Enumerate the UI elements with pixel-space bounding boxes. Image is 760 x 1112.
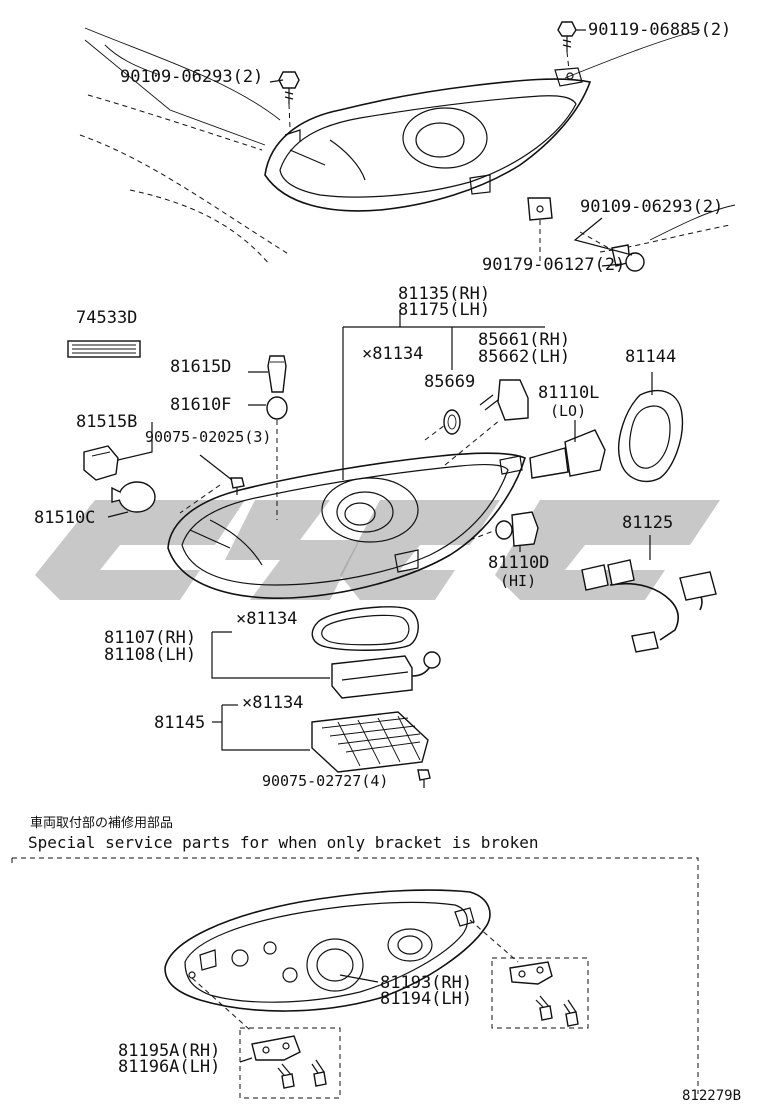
callout-81125: 81125: [622, 513, 673, 533]
oring-85669: [424, 409, 461, 441]
callout-85662-lh: 85662(LH): [478, 347, 570, 367]
watermark-logo: [35, 500, 720, 600]
headlamp-rear-view: [164, 889, 519, 1031]
callout-81135-rh: 81135(RH): [398, 284, 490, 304]
callout-81510c: 81510C: [34, 508, 95, 528]
bulb-81110l-lo: [529, 420, 606, 479]
diagram-code: 812279B: [682, 1088, 741, 1104]
bolt-90109-06293-b: [579, 231, 645, 272]
cover-81145: [311, 711, 429, 773]
headlamp-installed: [264, 67, 592, 212]
cap-85661: [444, 379, 529, 466]
wire-harness-81125: [581, 535, 717, 653]
callout-81175-lh: 81175(LH): [398, 300, 490, 320]
socket-81515b: [83, 445, 119, 481]
clip-90179-06127: [527, 197, 553, 262]
callout-81134-c: ×81134: [242, 693, 303, 713]
callout-81110l: 81110L: [538, 383, 599, 403]
bolt-90119-06885: [557, 21, 577, 71]
callout-81195a-rh: 81195A(RH): [118, 1041, 220, 1061]
screw-90075-02727: [417, 769, 431, 788]
bulb-81615d: [267, 355, 287, 393]
callout-81107-rh: 81107(RH): [104, 628, 196, 648]
callout-81110d: 81110D: [488, 553, 549, 573]
cover-81144: [618, 372, 684, 483]
callout-81144: 81144: [625, 347, 676, 367]
callout-81145: 81145: [154, 713, 205, 733]
callout-74533d: 74533D: [76, 308, 137, 328]
bulb-81510c: [111, 481, 156, 513]
callout-90109-06293-b: 90109-06293(2): [580, 197, 723, 217]
bracket-81193: [491, 957, 589, 1029]
bulb-81610f: [266, 396, 288, 420]
vehicle-body-outline: [79, 27, 736, 266]
part-74533d-label-plate: [67, 340, 141, 358]
callout-81515b: 81515B: [76, 412, 137, 432]
note-english: Special service parts for when only brac…: [28, 833, 539, 852]
headlamp-unit-81135: [167, 420, 526, 599]
callout-81196a-lh: 81196A(LH): [118, 1057, 220, 1077]
callout-81615d: 81615D: [170, 357, 231, 377]
module-81107: [331, 651, 441, 699]
bracket-81195a: [239, 1027, 341, 1099]
callout-90119-06885: 90119-06885(2): [588, 20, 731, 40]
callout-81134-a: ×81134: [362, 344, 423, 364]
callout-90075-02727: 90075-02727(4): [262, 772, 388, 790]
callout-90109-06293-a: 90109-06293(2): [120, 67, 263, 87]
callout-90075-02025: 90075-02025(3): [145, 428, 271, 446]
callout-lo: (LO): [550, 402, 586, 420]
callout-81193-rh: 81193(RH): [380, 973, 472, 993]
gasket-81134-a: [311, 606, 419, 651]
callout-81610f: 81610F: [170, 395, 231, 415]
bolt-90109-06293-a: [278, 71, 300, 129]
callout-81134-b: ×81134: [236, 609, 297, 629]
callout-81194-lh: 81194(LH): [380, 989, 472, 1009]
callout-81108-lh: 81108(LH): [104, 645, 196, 665]
callout-hi: (HI): [500, 572, 536, 590]
screw-90075-02025: [199, 454, 245, 495]
callout-85661-rh: 85661(RH): [478, 330, 570, 350]
callout-90179-06127: 90179-06127(2): [482, 255, 625, 275]
note-japanese: 車両取付部の補修用部品: [30, 816, 173, 831]
callout-85669: 85669: [424, 372, 475, 392]
bulb-81110d-hi: [469, 511, 539, 552]
